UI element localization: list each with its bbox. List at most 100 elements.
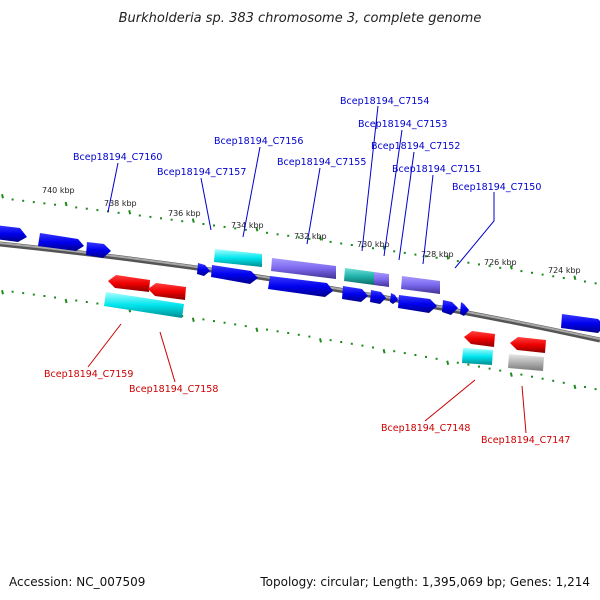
ruler-dot: [478, 365, 480, 368]
ruler-dot: [202, 223, 205, 225]
ruler-dot: [340, 341, 343, 343]
gene-label-c7156[interactable]: Bcep18194_C7156: [214, 136, 303, 147]
forward-gene[interactable]: [442, 300, 458, 315]
ruler-tick: [509, 265, 513, 270]
gene-label-c7153[interactable]: Bcep18194_C7153: [358, 119, 447, 130]
gene-label-c7157[interactable]: Bcep18194_C7157: [157, 167, 246, 178]
ruler-dot: [244, 228, 247, 231]
ruler-dot: [43, 295, 46, 297]
forward-gene[interactable]: [344, 268, 374, 285]
ruler-dot: [75, 299, 78, 302]
ruler-dot: [181, 220, 184, 223]
ruler-dot: [202, 318, 205, 321]
ruler-dot: [54, 296, 56, 299]
forward-gene[interactable]: [38, 233, 84, 251]
forward-gene[interactable]: [268, 276, 333, 297]
gene-label-c7155[interactable]: Bcep18194_C7155: [277, 157, 366, 168]
forward-gene[interactable]: [398, 295, 437, 313]
ruler-dot: [350, 342, 353, 345]
gene-label-c7159[interactable]: Bcep18194_C7159: [44, 369, 133, 380]
ruler-tick: [255, 327, 259, 333]
scale-label: 726 kbp: [484, 258, 517, 267]
ruler-dot: [308, 237, 311, 240]
gene-label-c7147[interactable]: Bcep18194_C7147: [481, 435, 570, 446]
forward-gene[interactable]: [214, 249, 262, 267]
ruler-dot: [22, 292, 25, 295]
reverse-gene[interactable]: [510, 337, 546, 353]
reverse-genes: [104, 275, 546, 371]
forward-gene[interactable]: [0, 225, 27, 242]
scale-label: 730 kbp: [357, 240, 390, 249]
ruler-dot: [244, 325, 247, 328]
forward-gene[interactable]: [211, 265, 258, 284]
ruler-dot: [213, 320, 215, 323]
ruler-tick: [64, 298, 68, 304]
forward-gene[interactable]: [370, 290, 386, 304]
gene-label-c7160[interactable]: Bcep18194_C7160: [73, 152, 162, 163]
forward-gene[interactable]: [561, 314, 600, 333]
ruler-dot: [467, 363, 470, 366]
ruler-dot: [520, 373, 523, 376]
reverse-gene[interactable]: [104, 292, 184, 318]
forward-gene[interactable]: [86, 242, 111, 258]
ruler-dot: [75, 206, 78, 209]
genome-summary-text: Topology: circular; Length: 1,395,069 bp…: [259, 575, 590, 589]
gene-label-c7154[interactable]: Bcep18194_C7154: [340, 96, 429, 107]
reverse-gene[interactable]: [464, 331, 495, 347]
ruler-dot: [329, 339, 332, 342]
ruler-dot: [85, 301, 88, 303]
gene-label-c7152[interactable]: Bcep18194_C7152: [371, 141, 460, 152]
forward-genes: [0, 225, 600, 333]
ruler-dot: [96, 302, 99, 305]
scale-label: 738 kbp: [104, 199, 137, 208]
scale-label: 736 kbp: [168, 209, 201, 218]
ruler-tick: [382, 245, 386, 251]
ruler-tick: [446, 360, 450, 365]
ruler-dot: [85, 207, 88, 210]
gene-label-c7151[interactable]: Bcep18194_C7151: [392, 164, 481, 175]
ruler-dot: [562, 277, 565, 279]
ruler-dot: [350, 244, 353, 246]
ruler-dot: [414, 354, 417, 356]
forward-gene[interactable]: [197, 263, 210, 276]
accession-text: Accession: NC_007509: [9, 575, 145, 589]
reverse-gene[interactable]: [508, 354, 544, 371]
ruler-dot: [372, 346, 374, 349]
ruler-dot: [234, 323, 237, 326]
ruler-dot: [11, 198, 14, 201]
ruler-dot: [456, 260, 459, 263]
ruler-dot: [425, 355, 427, 358]
ruler-dot: [531, 271, 533, 274]
forward-gene[interactable]: [271, 258, 336, 279]
forward-gene[interactable]: [401, 276, 440, 294]
ruler-tick: [128, 209, 132, 215]
forward-gene[interactable]: [390, 293, 398, 304]
reverse-gene[interactable]: [462, 348, 493, 365]
ruler-dot: [11, 290, 14, 293]
gene-label-c7158[interactable]: Bcep18194_C7158: [129, 384, 218, 395]
forward-gene[interactable]: [342, 286, 368, 302]
ruler-dot: [160, 217, 162, 220]
ruler-dot: [403, 251, 406, 254]
gene-label-c7150[interactable]: Bcep18194_C7150: [452, 182, 541, 193]
ruler-dot: [329, 240, 332, 243]
ruler-dot: [414, 253, 417, 256]
ruler-dot: [361, 344, 364, 347]
ruler-dot: [297, 333, 300, 336]
scale-label: 728 kbp: [421, 250, 454, 259]
ruler-dot: [594, 388, 597, 391]
reverse-gene[interactable]: [108, 275, 150, 292]
scale-label: 740 kbp: [42, 186, 75, 195]
scale-label: 724 kbp: [548, 266, 581, 275]
reverse-leader-lines: [87, 323, 527, 434]
forward-gene[interactable]: [460, 302, 469, 316]
ruler-dot: [287, 234, 290, 237]
map-title: Burkholderia sp. 383 chromosome 3, compl…: [119, 11, 482, 26]
forward-gene[interactable]: [374, 272, 389, 287]
ruler-dot: [435, 256, 438, 259]
gene-label-c7148[interactable]: Bcep18194_C7148: [381, 423, 470, 434]
reverse-gene[interactable]: [148, 283, 186, 300]
ruler-tick: [64, 201, 68, 207]
ruler-dot: [584, 386, 586, 388]
